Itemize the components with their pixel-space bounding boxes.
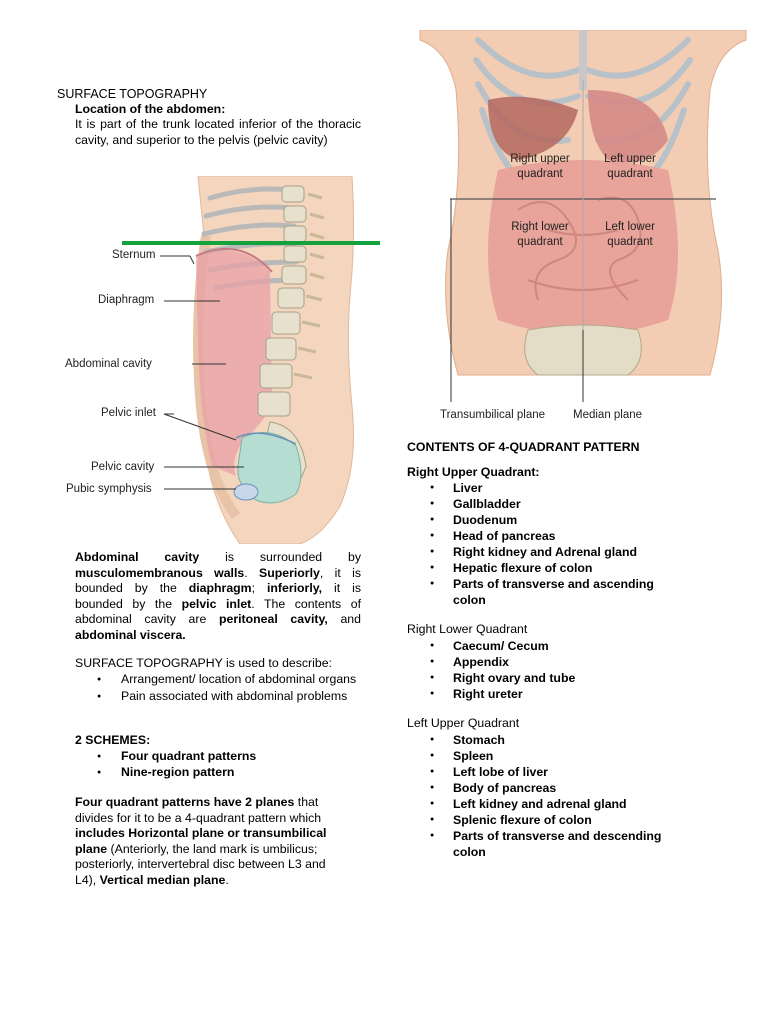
list-item: Right kidney and Adrenal gland: [407, 544, 677, 560]
quadrant-figure: [419, 30, 747, 402]
rlq-title: Right Lower Quadrant: [407, 622, 528, 636]
section-title: SURFACE TOPOGRAPHY: [57, 87, 208, 101]
list-item: Pain associated with abdominal problems: [75, 689, 361, 705]
list-item: Right ovary and tube: [407, 670, 677, 686]
diaphragm: [195, 247, 273, 273]
pubic-symphysis: [233, 483, 259, 501]
pelvic-inlet: [235, 432, 297, 445]
abdominal-cavity: [196, 250, 272, 476]
list-item: Nine-region pattern: [75, 765, 361, 781]
schemes-list: Four quadrant patterns Nine-region patte…: [75, 749, 361, 780]
list-item: Splenic flexure of colon: [407, 812, 677, 828]
list-item: Left kidney and adrenal gland: [407, 796, 677, 812]
ruq-list: Liver Gallbladder Duodenum Head of pancr…: [407, 480, 677, 608]
luq-title: Left Upper Quadrant: [407, 716, 520, 730]
list-item: Head of pancreas: [407, 528, 677, 544]
list-item: Parts of transverse and descending colon: [407, 828, 677, 860]
list-item: Stomach: [407, 732, 677, 748]
list-item: Duodenum: [407, 512, 677, 528]
list-item: Liver: [407, 480, 677, 496]
contents-title: CONTENTS OF 4-QUADRANT PATTERN: [407, 440, 640, 454]
describe-list: Arrangement/ location of abdominal organ…: [75, 672, 361, 704]
list-item: Four quadrant patterns: [75, 749, 361, 765]
list-item: Right ureter: [407, 686, 677, 702]
list-item: Left lobe of liver: [407, 764, 677, 780]
list-item: Gallbladder: [407, 496, 677, 512]
surface-topography-paragraph: SURFACE TOPOGRAPHY is used to describe:: [75, 656, 332, 670]
rlq-list: Caecum/ Cecum Appendix Right ovary and t…: [407, 638, 677, 702]
list-item: Hepatic flexure of colon: [407, 560, 677, 576]
intro-paragraph: It is part of the trunk located inferior…: [75, 117, 361, 147]
schemes-title: 2 SCHEMES:: [75, 733, 151, 747]
stomach: [588, 90, 668, 163]
abdominal-cavity-paragraph: Abdominal cavity is surrounded by muscul…: [75, 550, 362, 642]
liver: [488, 96, 578, 160]
list-item: Arrangement/ location of abdominal organ…: [75, 672, 361, 688]
sagittal-abdomen-figure: [122, 176, 380, 544]
luq-list: Stomach Spleen Left lobe of liver Body o…: [407, 732, 677, 860]
list-item: Body of pancreas: [407, 780, 677, 796]
list-item: Parts of transverse and ascending colon: [407, 576, 677, 608]
quadrant-planes-paragraph: Four quadrant patterns have 2 planes tha…: [75, 795, 327, 887]
list-item: Caecum/ Cecum: [407, 638, 677, 654]
subsection-title: Location of the abdomen:: [75, 102, 226, 116]
list-item: Spleen: [407, 748, 677, 764]
ruq-title: Right Upper Quadrant:: [407, 465, 540, 479]
list-item: Appendix: [407, 654, 677, 670]
